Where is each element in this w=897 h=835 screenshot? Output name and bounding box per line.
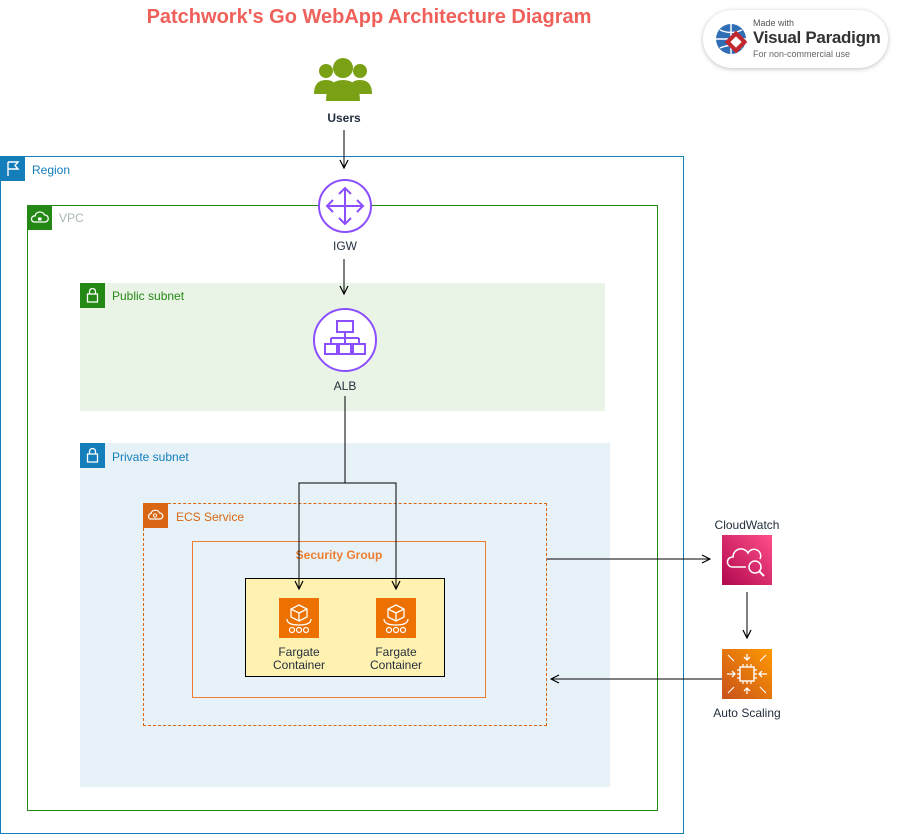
badge-made-with: Made with — [753, 18, 795, 28]
igw-label: IGW — [333, 239, 357, 253]
region-flag-icon — [0, 156, 25, 181]
public-subnet-lock-icon — [80, 283, 105, 308]
public-subnet-label: Public subnet — [112, 289, 185, 303]
auto-scaling-label: Auto Scaling — [713, 706, 781, 720]
internet-gateway-icon[interactable] — [317, 178, 373, 234]
globe-logo-icon — [716, 24, 748, 54]
alb-to-fargate2-arrow — [345, 482, 396, 589]
vpc-cloud-icon — [27, 205, 52, 230]
diagram-title: Patchwork's Go WebApp Architecture Diagr… — [146, 6, 592, 28]
users-label: Users — [327, 111, 361, 125]
region-group — [0, 156, 684, 834]
badge-brand: Visual Paradigm — [753, 28, 881, 47]
vpc-label: VPC — [59, 211, 84, 225]
load-balancer-icon[interactable] — [312, 307, 378, 373]
region-label: Region — [32, 163, 71, 177]
cloudwatch-label: CloudWatch — [714, 518, 780, 532]
ecs-service-group — [143, 503, 547, 726]
security-group-label: Security Group — [295, 548, 383, 562]
private-subnet-label: Private subnet — [112, 450, 189, 464]
fargate2-label: Fargate Container — [369, 645, 423, 672]
cloudwatch-icon[interactable] — [722, 535, 772, 585]
security-group — [192, 541, 486, 698]
badge-usage: For non-commercial use — [753, 49, 851, 59]
users-icon[interactable] — [312, 56, 374, 104]
alb-label: ALB — [333, 379, 357, 393]
visual-paradigm-badge: Made with Visual Paradigm For non-commer… — [703, 10, 888, 68]
fargate-icon[interactable] — [279, 598, 319, 638]
ecs-service-label: ECS Service — [176, 510, 245, 524]
fargate-icon[interactable] — [376, 598, 416, 638]
private-subnet-lock-icon — [80, 443, 105, 468]
fargate1-label: Fargate Container — [272, 645, 326, 672]
ecs-service-icon — [143, 503, 168, 528]
auto-scaling-icon[interactable] — [722, 649, 772, 699]
alb-to-fargate1-arrow — [299, 396, 346, 589]
